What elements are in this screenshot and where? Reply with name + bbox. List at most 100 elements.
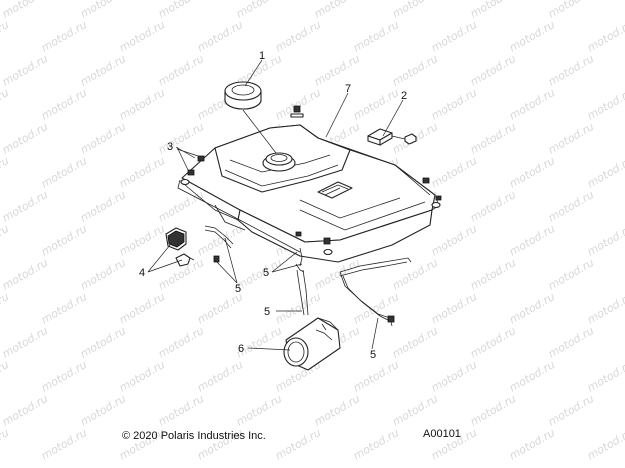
- watermark-text: motod.ru: [0, 358, 11, 395]
- watermark-text: motod.ru: [0, 324, 50, 361]
- watermark-text: motod.ru: [390, 52, 440, 89]
- watermark-text: motod.ru: [273, 426, 323, 463]
- watermark-text: motod.ru: [546, 188, 596, 225]
- watermark-text: motod.ru: [585, 86, 625, 123]
- watermark-text: motod.ru: [585, 290, 625, 327]
- watermark-text: motod.ru: [234, 392, 284, 429]
- fuel-tank: [177, 124, 441, 263]
- watermark-text: motod.ru: [468, 392, 518, 429]
- watermark-text: motod.ru: [0, 290, 11, 327]
- watermark-text: motod.ru: [507, 86, 557, 123]
- watermark-text: motod.ru: [195, 290, 245, 327]
- watermark-text: motod.ru: [429, 358, 479, 395]
- watermark-text: motod.ru: [507, 222, 557, 259]
- watermark-text: motod.ru: [468, 188, 518, 225]
- watermark-text: motod.ru: [585, 358, 625, 395]
- callout-5-right: 5: [370, 349, 376, 361]
- watermark-text: motod.ru: [234, 0, 284, 21]
- watermark-text: motod.ru: [468, 324, 518, 361]
- watermark-text: motod.ru: [39, 86, 89, 123]
- watermark-text: motod.ru: [156, 120, 206, 157]
- callout-6: 6: [238, 343, 244, 355]
- watermark-text: motod.ru: [390, 256, 440, 293]
- watermark-text: motod.ru: [156, 52, 206, 89]
- watermark-text: motod.ru: [156, 324, 206, 361]
- watermark-text: motod.ru: [0, 86, 11, 123]
- callout-1: 1: [259, 50, 265, 62]
- watermark-text: motod.ru: [312, 0, 362, 21]
- watermark-text: motod.ru: [273, 18, 323, 55]
- watermark-text: motod.ru: [468, 52, 518, 89]
- callout-5-mid: 5: [264, 306, 270, 318]
- watermark-text: motod.ru: [0, 0, 50, 21]
- vent-valve: [367, 128, 417, 146]
- watermark-text: motod.ru: [507, 154, 557, 191]
- leader-lines: [147, 59, 404, 351]
- watermark-text: motod.ru: [78, 52, 128, 89]
- watermark-text: motod.ru: [195, 358, 245, 395]
- callout-5-center: 5: [263, 267, 269, 279]
- watermark-text: motod.ru: [585, 18, 625, 55]
- watermark-text: motod.ru: [468, 120, 518, 157]
- watermark-text: motod.ru: [39, 154, 89, 191]
- watermark-text: motod.ru: [0, 222, 11, 259]
- watermark-text: motod.ru: [234, 256, 284, 293]
- watermark-text: motod.ru: [156, 0, 206, 21]
- callout-5-left: 5: [235, 283, 241, 295]
- figure-id: A00101: [423, 428, 461, 440]
- watermark-text: motod.ru: [429, 154, 479, 191]
- watermark-text: motod.ru: [546, 256, 596, 293]
- copyright-text: © 2020 Polaris Industries Inc.: [122, 430, 266, 442]
- watermark-text: motod.ru: [390, 0, 440, 21]
- watermark-text: motod.ru: [507, 18, 557, 55]
- watermark-text: motod.ru: [78, 120, 128, 157]
- watermark-text: motod.ru: [351, 358, 401, 395]
- mounting-hardware: [187, 105, 442, 245]
- watermark-text: motod.ru: [117, 358, 167, 395]
- evap-canister: [283, 317, 341, 371]
- watermark-text: motod.ru: [78, 0, 128, 21]
- watermark-text: motod.ru: [585, 222, 625, 259]
- watermark-text: motod.ru: [468, 0, 518, 21]
- watermark-text: motod.ru: [117, 154, 167, 191]
- bracket-clip: [165, 227, 195, 267]
- watermark-text: motod.ru: [468, 256, 518, 293]
- watermark-text: motod.ru: [546, 324, 596, 361]
- watermark-text: motod.ru: [156, 188, 206, 225]
- watermark-text: motod.ru: [78, 392, 128, 429]
- watermark-text: motod.ru: [117, 18, 167, 55]
- watermark-text: motod.ru: [507, 358, 557, 395]
- watermark-text: motod.ru: [39, 290, 89, 327]
- callout-2: 2: [401, 90, 407, 102]
- watermark-text: motod.ru: [546, 52, 596, 89]
- watermark-text: motod.ru: [351, 426, 401, 463]
- hoses: [204, 225, 412, 327]
- watermark-text: motod.ru: [429, 290, 479, 327]
- watermark-text: motod.ru: [156, 392, 206, 429]
- watermark-text: motod.ru: [0, 154, 11, 191]
- watermark-text: motod.ru: [585, 154, 625, 191]
- watermark-text: motod.ru: [195, 18, 245, 55]
- watermark-text: motod.ru: [78, 256, 128, 293]
- watermark-text: motod.ru: [0, 256, 50, 293]
- watermark-text: motod.ru: [312, 52, 362, 89]
- watermark-text: motod.ru: [429, 18, 479, 55]
- callout-7: 7: [345, 83, 351, 95]
- watermark-text: motod.ru: [546, 120, 596, 157]
- watermark-text: motod.ru: [117, 86, 167, 123]
- watermark-text: motod.ru: [78, 324, 128, 361]
- watermark-text: motod.ru: [429, 222, 479, 259]
- fuel-cap: [224, 81, 262, 110]
- watermark-text: motod.ru: [429, 86, 479, 123]
- watermark-text: motod.ru: [0, 120, 50, 157]
- watermark-text: motod.ru: [546, 392, 596, 429]
- watermark-text: motod.ru: [0, 188, 50, 225]
- watermark-text: motod.ru: [117, 222, 167, 259]
- watermark-text: motod.ru: [546, 0, 596, 21]
- callout-3: 3: [167, 141, 173, 153]
- watermark-text: motod.ru: [507, 426, 557, 463]
- watermark-text: motod.ru: [0, 426, 11, 463]
- callout-4: 4: [139, 267, 145, 279]
